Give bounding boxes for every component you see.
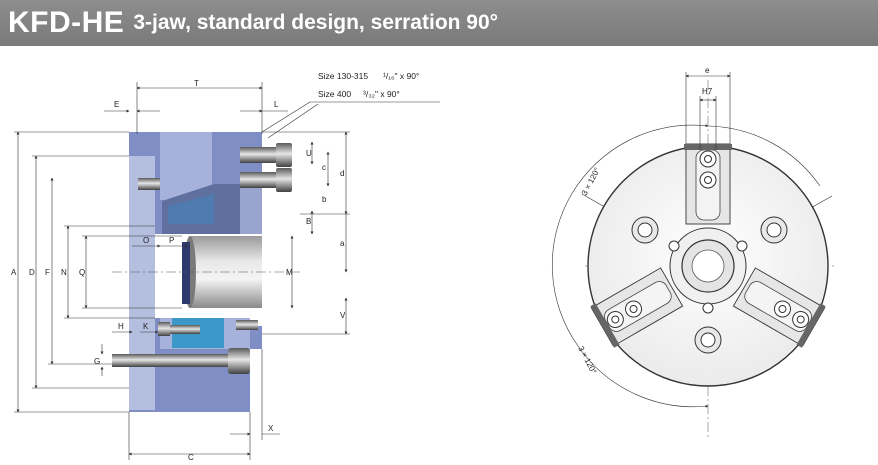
- note-size-a-label: Size 130-315: [318, 71, 368, 81]
- front-view: e H7 3 × 120° 3 × 120°: [551, 66, 835, 438]
- dim-T: T: [194, 79, 199, 88]
- mounting-hole-bottom: [694, 326, 722, 354]
- dim-M: M: [286, 268, 293, 277]
- section-view: T E L A D F N Q M O P H K G C X U c d b …: [11, 71, 440, 462]
- dim-d: d: [340, 169, 344, 178]
- back-plate: [129, 156, 155, 410]
- jaw-right: [732, 267, 826, 348]
- jaw-bolt-upper: [240, 143, 292, 167]
- mounting-hole-left: [631, 216, 659, 244]
- dim-U: U: [306, 149, 312, 158]
- dim-E: E: [114, 100, 119, 109]
- mounting-hole-right: [760, 216, 788, 244]
- mounting-bolt: [112, 348, 250, 374]
- note-size-b-spec: ³/₃₂" x 90°: [363, 89, 400, 99]
- dimension-lines: [14, 82, 440, 460]
- dim-a: a: [340, 239, 345, 248]
- dim-K: K: [143, 322, 149, 331]
- dim-D: D: [29, 268, 35, 277]
- jaw-bolt-lower: [240, 168, 292, 192]
- model-subtitle: 3-jaw, standard design, serration 90°: [133, 11, 499, 34]
- dim-e: e: [705, 66, 710, 75]
- dim-c: c: [322, 163, 326, 172]
- angle-label-bottom: 3 × 120°: [576, 345, 598, 376]
- technical-drawing: T E L A D F N Q M O P H K G C X U c d b …: [11, 66, 835, 462]
- dim-H7: H7: [702, 87, 713, 96]
- note-size-a-spec: ¹/₁₆" x 90°: [383, 71, 419, 81]
- angle-label-top: 3 × 120°: [580, 166, 602, 197]
- dim-N: N: [61, 268, 67, 277]
- jaw-carrier: [160, 132, 212, 200]
- dim-F: F: [45, 268, 50, 277]
- note-size-b-label: Size 400: [318, 89, 351, 99]
- dim-L: L: [274, 100, 279, 109]
- model-name: KFD-HE: [8, 6, 125, 39]
- dim-H: H: [118, 322, 124, 331]
- dim-b: b: [322, 195, 327, 204]
- title-bar: KFD-HE 3-jaw, standard design, serration…: [0, 0, 878, 46]
- jaw-top: [685, 143, 731, 225]
- dim-B: B: [306, 217, 311, 226]
- dim-Q: Q: [79, 268, 85, 277]
- dim-C: C: [188, 453, 194, 462]
- dim-P: P: [169, 236, 174, 245]
- jaw-left: [590, 267, 684, 348]
- dim-X: X: [268, 424, 274, 433]
- dim-G: G: [94, 357, 100, 366]
- dim-A: A: [11, 268, 17, 277]
- dim-O: O: [143, 236, 149, 245]
- dim-V: V: [340, 311, 346, 320]
